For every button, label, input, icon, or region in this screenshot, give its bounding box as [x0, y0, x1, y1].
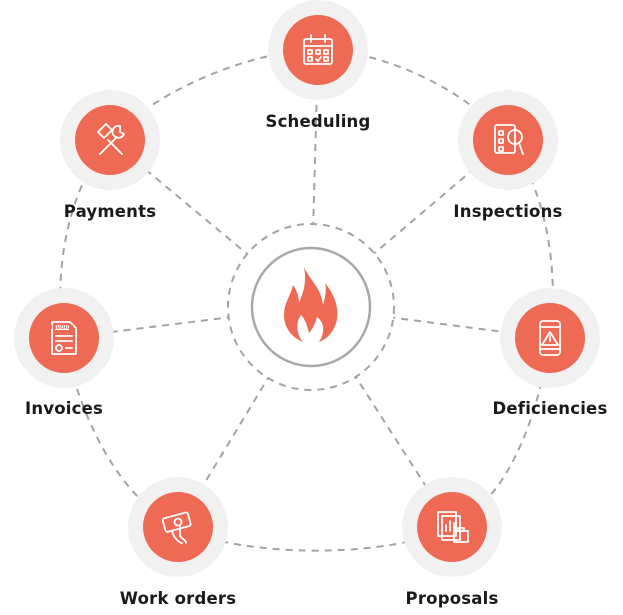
node-scheduling	[268, 0, 368, 100]
node-label-payments: Payments	[63, 202, 157, 221]
node-invoices: INVOICE	[14, 288, 114, 388]
node-inner-circle	[143, 492, 213, 562]
fire-icon	[284, 267, 338, 342]
invoice-icon-text: INVOICE	[50, 325, 74, 331]
hand-money-icon	[161, 511, 192, 544]
node-label-inspections: Inspections	[453, 202, 563, 221]
node-inner-circle	[417, 492, 487, 562]
node-proposals	[402, 477, 502, 577]
node-inner-circle	[29, 303, 99, 373]
hammer-wrench-icon	[97, 123, 125, 155]
node-deficiencies	[500, 288, 600, 388]
invoice-icon	[51, 321, 77, 355]
node-label-scheduling: Scheduling	[265, 112, 371, 131]
node-work_orders	[128, 477, 228, 577]
node-payments	[60, 90, 160, 190]
documents-briefcase-icon	[437, 511, 469, 543]
calendar-icon	[303, 34, 333, 65]
phone-warning-icon	[539, 320, 561, 356]
node-label-deficiencies: Deficiencies	[492, 399, 608, 418]
node-label-work_orders: Work orders	[119, 589, 237, 608]
node-inspections	[458, 90, 558, 190]
checklist-magnifier-icon	[494, 124, 524, 155]
node-label-proposals: Proposals	[405, 589, 499, 608]
node-inner-circle	[75, 105, 145, 175]
node-label-invoices: Invoices	[24, 399, 104, 418]
